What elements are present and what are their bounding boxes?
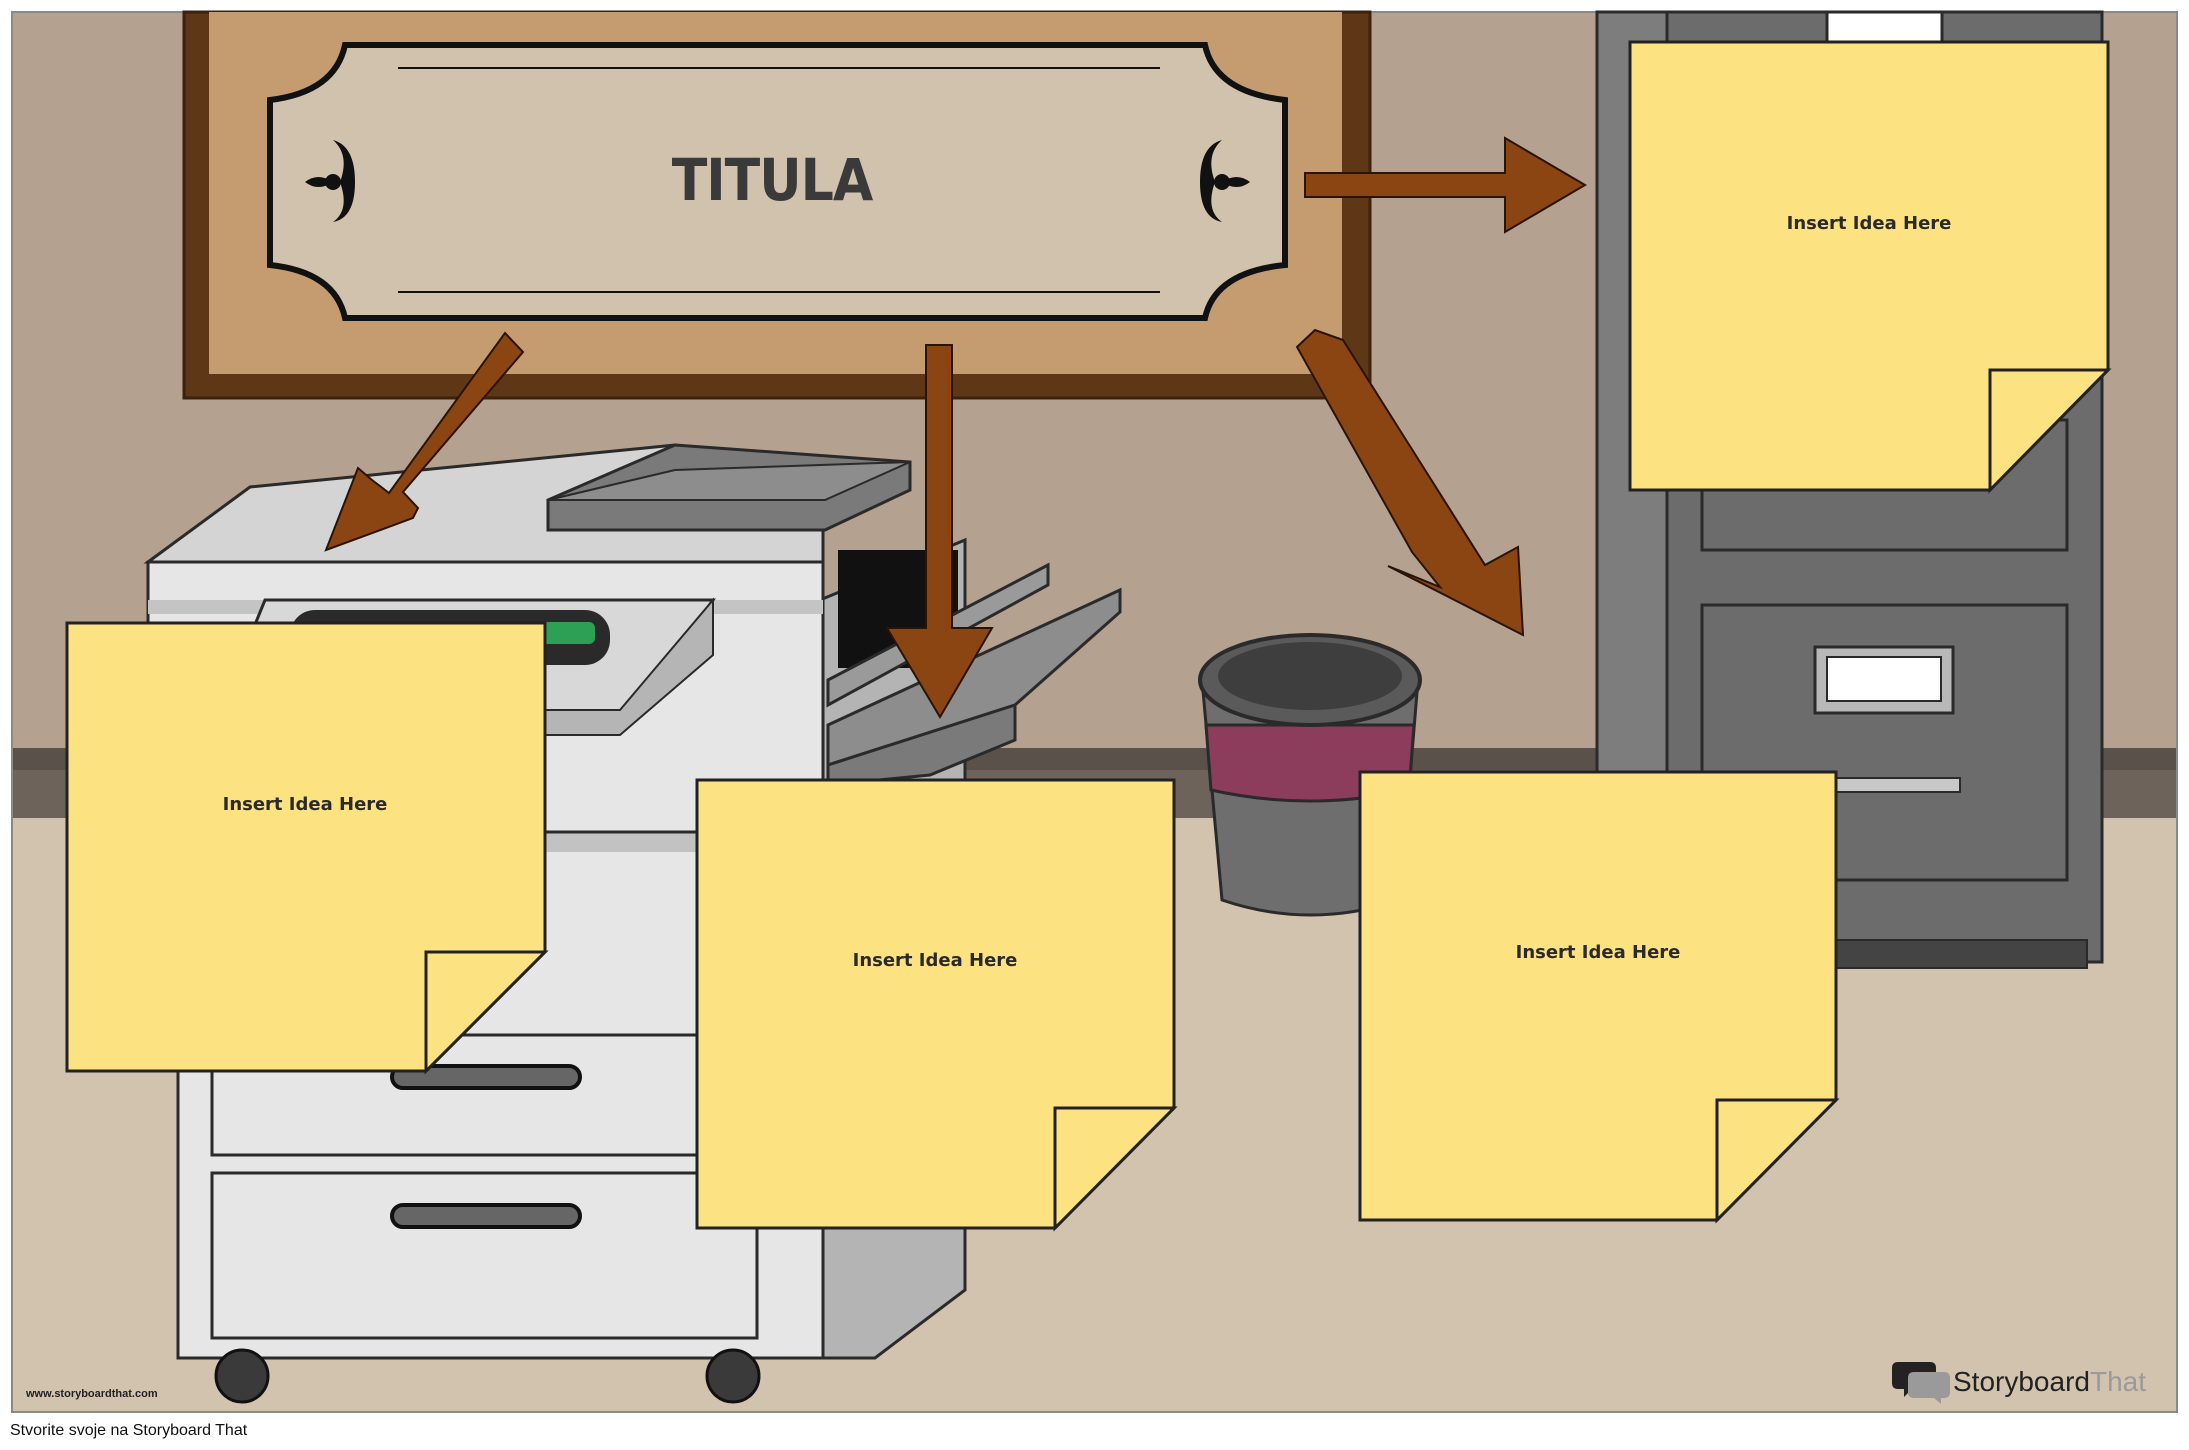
- sticky-note-fold: [1715, 1098, 1840, 1224]
- copier-feeder-tray: [547, 461, 911, 501]
- copier-wheel-left: [214, 1348, 270, 1404]
- sticky-note-fold: [1053, 1106, 1178, 1232]
- copier-wheel-right: [705, 1348, 761, 1404]
- arrow-to-left-icon: [324, 331, 525, 552]
- footer-text[interactable]: Stvorite svoje na Storyboard That: [10, 1422, 248, 1439]
- brand-name-main: Storyboard: [1953, 1366, 2090, 1397]
- cabinet-label-top: [1825, 10, 1944, 44]
- sticky-note-text: Insert Idea Here: [1516, 942, 1681, 963]
- sticky-note-right: Insert Idea Here: [1358, 770, 1840, 1224]
- sticky-note-middle: Insert Idea Here: [695, 778, 1178, 1232]
- arrow-to-top-right-icon: [1304, 136, 1587, 234]
- brand-name-light: That: [2090, 1366, 2146, 1397]
- cabinet-label: [1826, 656, 1942, 702]
- flourish-left-icon: [305, 140, 355, 222]
- copier-display-green: [540, 622, 595, 644]
- sticky-note-top-right: Insert Idea Here: [1628, 40, 2112, 494]
- bin-opening: [1218, 642, 1402, 710]
- sticky-note-text: Insert Idea Here: [223, 794, 388, 815]
- copier-handle-2: [390, 1203, 582, 1229]
- brand-logo: StoryboardThat: [1892, 1362, 2146, 1404]
- sticky-note-fold: [1988, 368, 2112, 494]
- title-board: TITULA: [182, 10, 1372, 400]
- sticky-note-text: Insert Idea Here: [853, 950, 1018, 971]
- arrow-to-right-icon: [1295, 328, 1525, 637]
- copier-drawer-2: [210, 1171, 759, 1340]
- brand-name: StoryboardThat: [1953, 1366, 2146, 1397]
- sticky-note-text: Insert Idea Here: [1787, 213, 1952, 234]
- title-plaque: [267, 42, 1288, 321]
- sticky-note-left: Insert Idea Here: [65, 621, 549, 1075]
- page-title: TITULA: [672, 146, 874, 214]
- speech-bubbles-icon: [1892, 1362, 1950, 1404]
- copier-handle-1: [390, 1064, 582, 1090]
- copier-output-tray-2: [826, 587, 1122, 768]
- sticky-note-fold: [424, 950, 549, 1075]
- watermark-url: www.storyboardthat.com: [25, 1388, 158, 1400]
- flourish-right-icon: [1200, 140, 1250, 222]
- arrow-to-middle-icon: [885, 344, 994, 719]
- arrows: [324, 136, 1587, 719]
